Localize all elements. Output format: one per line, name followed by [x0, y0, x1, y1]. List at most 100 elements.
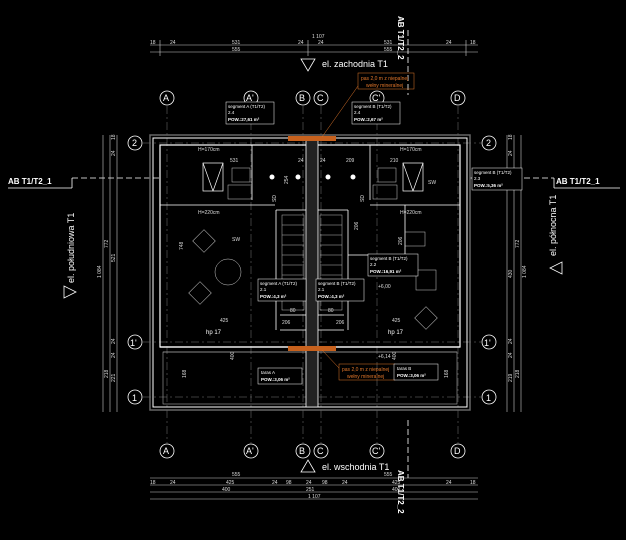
bottom-dimension-lines — [150, 477, 478, 500]
top-dim-row1: 18 24 531 24 24 531 24 18 — [150, 40, 476, 46]
svg-text:24: 24 — [111, 150, 117, 156]
svg-text:425: 425 — [226, 480, 235, 486]
svg-text:A': A' — [246, 446, 254, 456]
top-overall-dim: 1 107 — [312, 34, 325, 40]
elevation-label-top: el. zachodnia T1 — [322, 59, 388, 69]
svg-text:24: 24 — [111, 338, 117, 344]
svg-text:254: 254 — [284, 175, 290, 184]
svg-text:221: 221 — [111, 373, 117, 382]
svg-text:251: 251 — [306, 487, 315, 493]
axis-labels-right: 2 1' 1 — [484, 138, 491, 403]
svg-text:24: 24 — [170, 40, 176, 46]
svg-text:H=170cm: H=170cm — [198, 147, 220, 153]
svg-text:POW.:2,67 m²: POW.:2,67 m² — [354, 117, 383, 122]
section-mark-top: AB T1/T2_2 — [396, 16, 409, 95]
svg-text:taras B: taras B — [397, 366, 411, 371]
room-label-segB-2-1: segment B (T1/T2) 2.1 POW.:4,3 m² — [315, 278, 365, 302]
svg-text:D: D — [454, 446, 461, 456]
svg-text:POW.:4,3 m²: POW.:4,3 m² — [318, 294, 345, 299]
top-dim-row2: 555 555 — [232, 47, 393, 53]
svg-text:POW.:3,06 m²: POW.:3,06 m² — [261, 377, 290, 382]
room-label-taras-A: taras A POW.:3,06 m² — [257, 367, 303, 385]
svg-text:POW.:5,36 m²: POW.:5,36 m² — [474, 183, 503, 188]
svg-text:taras A: taras A — [261, 370, 275, 375]
bottom-dim-row3: 400 251 400 — [222, 487, 401, 493]
svg-text:2: 2 — [486, 138, 491, 148]
svg-text:521: 521 — [111, 253, 117, 262]
axis-labels-top: A A' B C C' D — [163, 93, 461, 103]
svg-text:POW.:16,91 m²: POW.:16,91 m² — [370, 269, 402, 274]
svg-text:24: 24 — [170, 480, 176, 486]
left-dimension-lines — [102, 135, 118, 412]
svg-text:24: 24 — [111, 352, 117, 358]
svg-text:98: 98 — [286, 480, 292, 486]
elevation-label-left: el. południowa T1 — [66, 213, 76, 283]
svg-text:400: 400 — [392, 351, 398, 360]
svg-text:B: B — [299, 93, 305, 103]
svg-text:206: 206 — [336, 320, 345, 326]
svg-text:168: 168 — [444, 369, 450, 378]
svg-text:C: C — [317, 446, 324, 456]
svg-text:2.2: 2.2 — [370, 262, 377, 267]
svg-text:400: 400 — [230, 351, 236, 360]
svg-text:80: 80 — [328, 308, 334, 314]
elevation-marker-bottom — [300, 459, 316, 473]
svg-text:2.4: 2.4 — [354, 110, 361, 115]
svg-text:168: 168 — [182, 369, 188, 378]
axis-bubbles-left — [127, 135, 143, 405]
svg-text:SW: SW — [428, 180, 436, 186]
svg-text:SW: SW — [232, 237, 240, 243]
svg-text:24: 24 — [508, 338, 514, 344]
svg-text:segment B (T1/T2): segment B (T1/T2) — [474, 170, 512, 175]
elevation-marker-right — [549, 261, 563, 275]
svg-text:400: 400 — [222, 487, 231, 493]
svg-text:segment B (T1/T2): segment B (T1/T2) — [318, 281, 356, 286]
svg-text:POW.:4,3 m²: POW.:4,3 m² — [260, 294, 287, 299]
room-label-segA-2-1: segment A (T1/T2) 2.1 POW.:4,3 m² — [257, 278, 307, 302]
svg-text:24: 24 — [306, 480, 312, 486]
inner-annotations: H=170cm H=170cm H=220cm H=220cm 531 24 2… — [179, 147, 450, 378]
svg-text:POW.:3,06 m²: POW.:3,06 m² — [397, 373, 426, 378]
svg-text:531: 531 — [230, 158, 239, 164]
svg-text:H=220cm: H=220cm — [400, 210, 422, 216]
svg-text:18: 18 — [470, 480, 476, 486]
section-mark-left: AB T1/T2_1 — [8, 177, 160, 189]
svg-text:24: 24 — [342, 480, 348, 486]
svg-text:D: D — [454, 93, 461, 103]
right-dimension-texts: 18 24 430 24 24 219 218 1 084 772 — [508, 134, 528, 382]
bottom-overall-dim: 1 107 — [308, 494, 321, 500]
svg-text:218: 218 — [104, 369, 110, 378]
bottom-dim-row1: 555 555 — [232, 472, 393, 478]
svg-text:A: A — [163, 446, 169, 456]
svg-text:24: 24 — [508, 352, 514, 358]
staircase-left — [281, 214, 305, 311]
svg-text:wełny mineralnej: wełny mineralnej — [366, 83, 403, 89]
furniture-right — [372, 167, 438, 330]
svg-text:A': A' — [246, 93, 254, 103]
svg-text:1': 1' — [484, 338, 491, 348]
svg-text:1: 1 — [486, 393, 491, 403]
svg-text:wełny mineralnej: wełny mineralnej — [347, 374, 384, 380]
svg-text:AB T1/T2_1: AB T1/T2_1 — [556, 177, 600, 186]
svg-text:SD: SD — [272, 195, 278, 202]
svg-text:18: 18 — [111, 134, 117, 140]
svg-text:425: 425 — [392, 480, 401, 486]
svg-text:1': 1' — [130, 338, 137, 348]
svg-text:24: 24 — [298, 40, 304, 46]
svg-text:555: 555 — [384, 47, 393, 53]
svg-text:24: 24 — [320, 158, 326, 164]
svg-text:18: 18 — [150, 40, 156, 46]
svg-text:555: 555 — [232, 472, 241, 478]
svg-text:segment B (T1/T2): segment B (T1/T2) — [370, 256, 408, 261]
svg-text:POW.:27,61 m²: POW.:27,61 m² — [228, 117, 260, 122]
svg-text:555: 555 — [384, 472, 393, 478]
svg-text:2.1: 2.1 — [260, 287, 267, 292]
svg-text:18: 18 — [508, 134, 514, 140]
svg-text:B: B — [299, 446, 305, 456]
room-label-segB-2-2: segment B (T1/T2) 2.2 POW.:16,91 m² — [367, 253, 419, 277]
svg-text:segment B (T1/T2): segment B (T1/T2) — [354, 104, 392, 109]
elevation-label-bottom: el. wschodnia T1 — [322, 462, 389, 472]
roof-window-right — [402, 162, 424, 192]
axis-bubbles-right — [481, 135, 497, 405]
svg-text:24: 24 — [298, 158, 304, 164]
